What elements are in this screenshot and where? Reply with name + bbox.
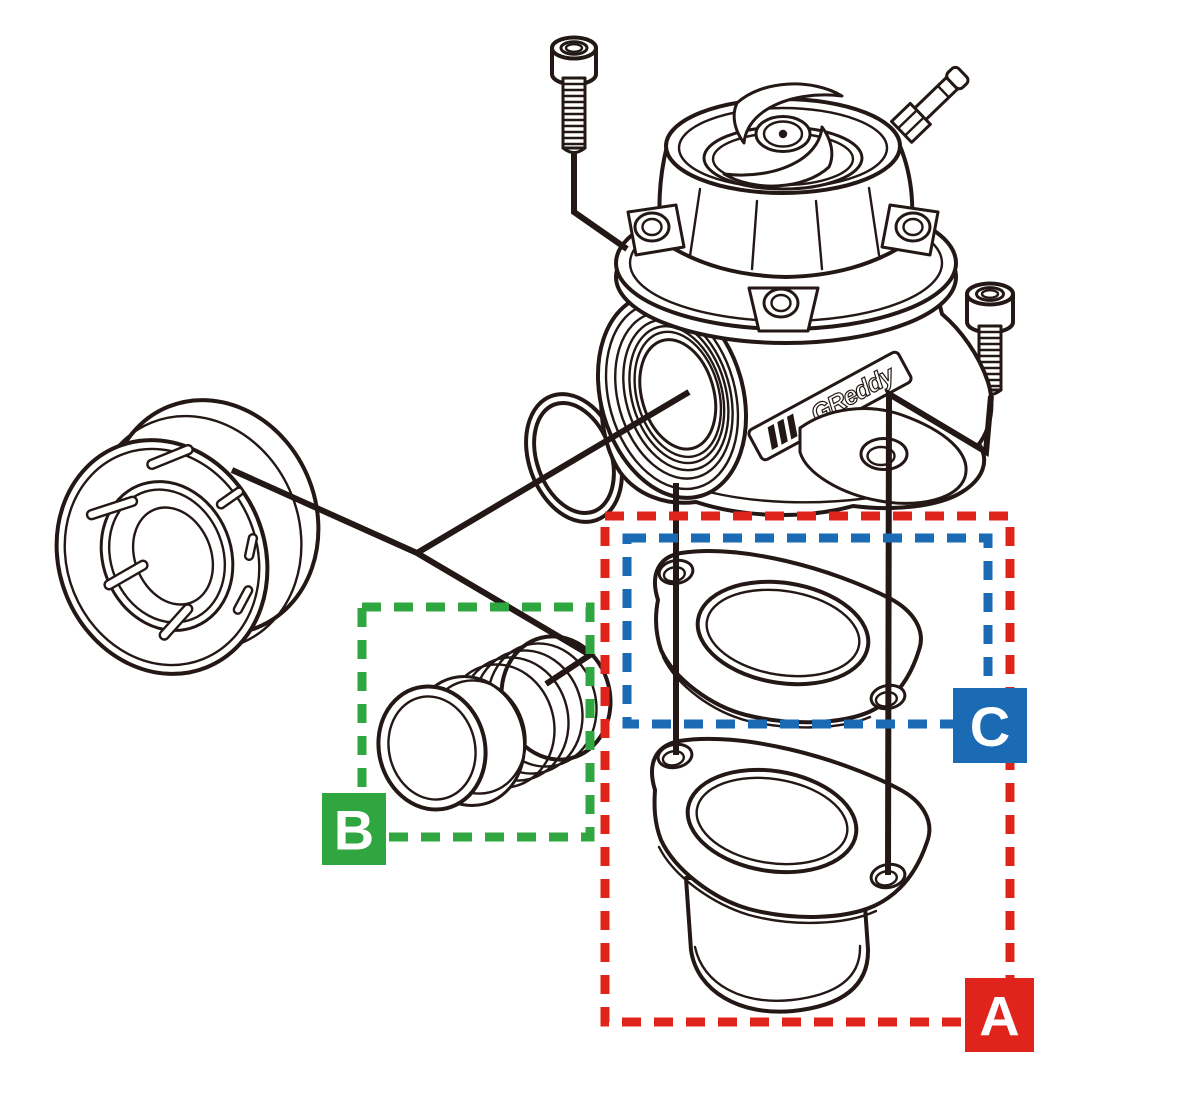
nipple-hex-nut [890, 101, 932, 144]
mounting-lug [798, 407, 968, 505]
callout-label-a: A [965, 978, 1034, 1052]
callout-label-a-letter: A [979, 985, 1019, 1048]
leader-oring-port [415, 389, 691, 556]
port-thread [628, 324, 726, 465]
atmospheric-vent-cap [54, 398, 321, 676]
socket-head-bolt-right [965, 281, 1015, 396]
vacuum-nipple [890, 65, 970, 144]
bolt-head-top [550, 35, 598, 61]
fin-boss-ring [762, 120, 804, 148]
callout-label-a-square [965, 978, 1034, 1052]
bolt-socket-inner [564, 43, 584, 54]
bolt-socket-outer [559, 40, 589, 56]
cap-vent-slots [85, 443, 259, 641]
cap-vent-slot [103, 559, 149, 591]
nipple-ring [936, 84, 951, 99]
callout-label-b: B [322, 793, 386, 865]
nipple-hex-facet [896, 109, 925, 137]
callout-label-b-square [322, 793, 386, 865]
recirculation-hose-adapter [376, 634, 613, 812]
nipple-tip [945, 65, 970, 91]
callout-label-b-letter: B [334, 799, 374, 862]
socket-head-bolt-left [550, 35, 598, 154]
bolt-socket-outer [975, 286, 1005, 302]
fin-blade-lower [722, 125, 834, 188]
cap-vent-slot [243, 532, 259, 562]
callout-label-c-letter: C [970, 695, 1010, 758]
gasket-center-hole [695, 579, 871, 687]
cap-vent-slot [158, 603, 194, 641]
callout-label-c: C [953, 688, 1027, 763]
logo-slash-marks [767, 413, 798, 451]
callout-box-c [622, 533, 993, 729]
port-thread [633, 330, 723, 459]
cap-vent-slot [146, 443, 194, 471]
port-opening [638, 338, 718, 451]
flange-thickness-edge [657, 845, 878, 925]
bolt-head-top [965, 281, 1015, 307]
cap-vent-slot [85, 495, 139, 521]
adapter-front-face [376, 684, 488, 812]
callout-label-c-square [953, 688, 1027, 763]
swirl-fin [722, 82, 844, 188]
screw-left-socket [641, 217, 663, 237]
fin-center-dot [778, 129, 788, 139]
cap-vent-slot [215, 486, 245, 510]
bolt-thread-lines [561, 82, 587, 146]
blow-off-valve-body: GReddy [595, 65, 994, 518]
screw-front [762, 287, 800, 319]
fin-blade-upper [732, 82, 844, 145]
lug-bolt-hole-inner [866, 445, 896, 467]
flange-center-hole [685, 767, 859, 875]
cap-front-ring [63, 447, 261, 667]
flange-pipe-mouth [693, 944, 862, 1002]
gasket-center-hole-inner [705, 588, 861, 678]
drum-facet-lines [688, 186, 881, 271]
flange-bolt-hole-left-inner [661, 749, 685, 767]
screw-left [633, 211, 671, 243]
flange-center-hole-inner [695, 776, 849, 866]
flange-gasket [653, 549, 923, 729]
cap-vent-slot [232, 585, 254, 615]
adapter-front-ring [387, 695, 477, 801]
callout-box-b [357, 602, 595, 842]
screw-right-socket [902, 217, 924, 237]
outlet-flange-pipe [650, 736, 932, 1014]
leader-bolt-right [885, 388, 994, 876]
cover-screws [626, 203, 940, 333]
leader-bolt-left [571, 152, 629, 252]
callout-box-a [600, 511, 1015, 1027]
screw-front-socket [770, 293, 792, 313]
bolt-socket-inner [980, 289, 1000, 300]
screw-right [894, 211, 932, 243]
